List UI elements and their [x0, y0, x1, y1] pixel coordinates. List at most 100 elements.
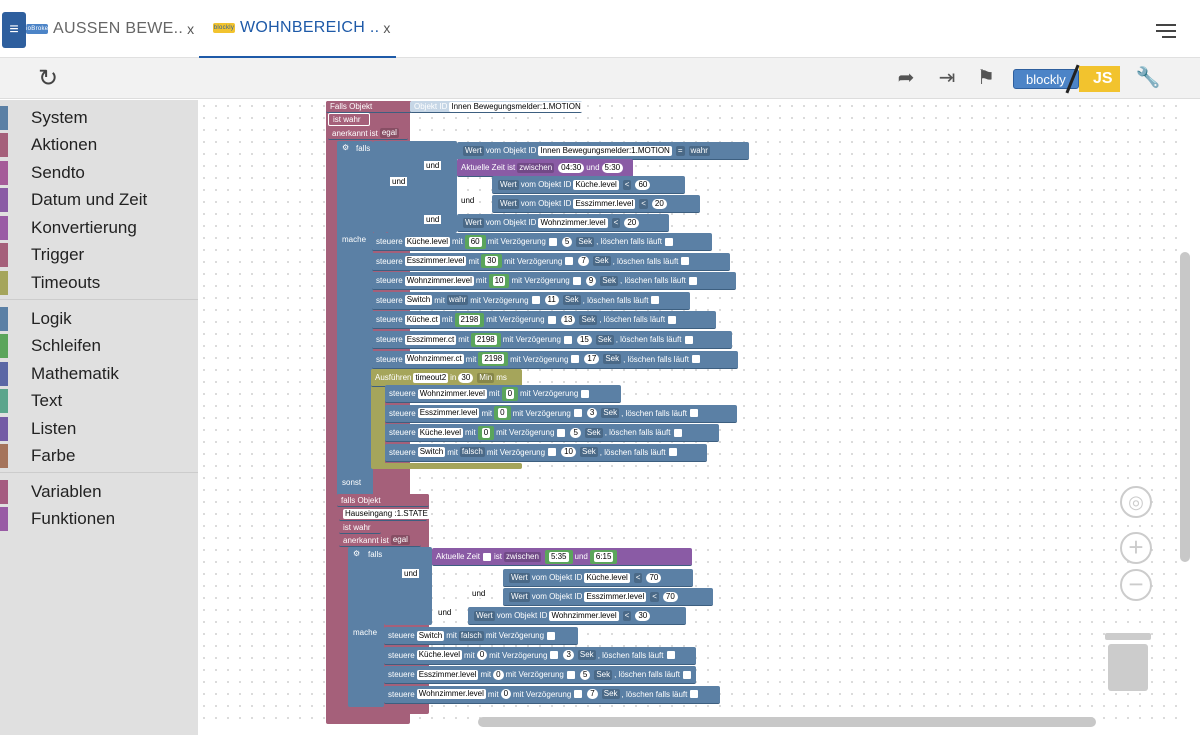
value-field[interactable]: 2198: [482, 354, 505, 365]
wrench-icon[interactable]: 🔧: [1135, 67, 1161, 89]
objid-field[interactable]: Wohnzimmer.level: [538, 217, 608, 228]
objid-field[interactable]: Switch: [404, 295, 433, 306]
wert-dropdown[interactable]: Wert: [463, 217, 484, 228]
tab-aussen[interactable]: ioBroker AUSSEN BEWE.. x: [26, 0, 194, 58]
value-field[interactable]: wahr: [446, 295, 469, 306]
delay-value[interactable]: 5: [561, 236, 573, 247]
delay-value[interactable]: 3: [563, 650, 574, 661]
clear-checkbox[interactable]: [690, 690, 699, 699]
delay-value[interactable]: 15: [576, 334, 592, 345]
value-field[interactable]: 70: [662, 591, 678, 602]
und-block[interactable]: [387, 141, 457, 233]
delay-checkbox[interactable]: [581, 389, 590, 398]
und-dropdown[interactable]: und: [424, 215, 442, 224]
unit-dropdown[interactable]: Sek: [579, 314, 598, 325]
objid-field[interactable]: Wohnzimmer.level: [417, 388, 487, 399]
delay-checkbox[interactable]: [548, 448, 557, 457]
objid-field[interactable]: Wohnzimmer.level: [404, 275, 474, 286]
und-dropdown[interactable]: und: [390, 177, 408, 186]
delay-checkbox[interactable]: [557, 428, 566, 437]
delay-value[interactable]: 5: [570, 427, 581, 438]
wert-dropdown[interactable]: Wert: [463, 145, 484, 156]
category-schleifen[interactable]: Schleifen: [0, 334, 101, 358]
unit-dropdown[interactable]: Sek: [594, 669, 613, 680]
unit-dropdown[interactable]: Sek: [592, 256, 611, 267]
value-field[interactable]: 0: [476, 650, 488, 661]
objid-field[interactable]: Küche.ct: [404, 314, 440, 325]
objid-field[interactable]: Küche.level: [416, 650, 463, 661]
text-block[interactable]: 0: [501, 386, 519, 401]
state-dropdown[interactable]: ist wahr: [328, 113, 370, 126]
op-dropdown[interactable]: <: [633, 572, 643, 583]
objid-field[interactable]: Esszimmer.level: [404, 256, 467, 267]
op-dropdown[interactable]: <: [650, 591, 659, 602]
clear-checkbox[interactable]: [689, 409, 698, 418]
state-dropdown[interactable]: ist wahr: [339, 521, 381, 534]
timeout-block[interactable]: [371, 369, 385, 467]
tab-wohnbereich[interactable]: blockly WOHNBEREICH .. x: [199, 0, 396, 58]
category-mathematik[interactable]: Mathematik: [0, 362, 119, 386]
objid-field[interactable]: Wohnzimmer.level: [416, 689, 486, 700]
unit-dropdown[interactable]: Sek: [601, 689, 620, 700]
category-listen[interactable]: Listen: [0, 417, 76, 441]
category-timeouts[interactable]: Timeouts: [0, 271, 100, 295]
unit-dropdown[interactable]: Sek: [600, 275, 618, 286]
export-icon[interactable]: ➦: [897, 67, 915, 89]
value-field[interactable]: 2198: [458, 314, 481, 325]
delay-checkbox[interactable]: [574, 690, 583, 699]
text-block[interactable]: 5:35: [544, 549, 573, 564]
value-field[interactable]: 10: [492, 275, 506, 286]
delay-value[interactable]: 3: [586, 408, 598, 419]
delay-value[interactable]: 9: [585, 275, 597, 286]
value-field[interactable]: 60: [635, 179, 651, 190]
category-system[interactable]: System: [0, 106, 88, 130]
checkbox[interactable]: [483, 552, 492, 561]
delay-value[interactable]: 11: [544, 295, 559, 306]
objid-field[interactable]: Wohnzimmer.ct: [404, 354, 464, 365]
zoom-out-icon[interactable]: −: [1120, 569, 1152, 601]
op-dropdown[interactable]: zwischen: [517, 162, 555, 173]
close-icon[interactable]: x: [383, 20, 391, 36]
gear-icon[interactable]: ⚙: [342, 143, 350, 152]
objid-field[interactable]: Küche.level: [573, 179, 619, 190]
delay-checkbox[interactable]: [566, 670, 575, 679]
object-id-row[interactable]: Hauseingang :1.STATE: [339, 508, 430, 521]
refresh-icon[interactable]: ↻: [38, 65, 59, 92]
category-aktionen[interactable]: Aktionen: [0, 133, 97, 157]
close-icon[interactable]: x: [187, 21, 195, 37]
unit-dropdown[interactable]: Sek: [584, 427, 603, 438]
op-dropdown[interactable]: <: [622, 610, 632, 621]
und-block-2[interactable]: [384, 547, 432, 625]
delay-checkbox[interactable]: [547, 315, 556, 324]
text-block[interactable]: 2198: [454, 312, 485, 327]
value-field[interactable]: falsch: [459, 447, 485, 458]
objid-field[interactable]: Switch: [416, 630, 445, 641]
options-menu-icon[interactable]: [1156, 24, 1176, 42]
recenter-icon[interactable]: ◎: [1120, 486, 1152, 518]
clear-checkbox[interactable]: [684, 335, 693, 344]
wert-dropdown[interactable]: Wert: [498, 179, 519, 190]
time-to[interactable]: 6:15: [593, 551, 614, 562]
delay-checkbox[interactable]: [573, 409, 582, 418]
delay-checkbox[interactable]: [548, 237, 557, 246]
clear-checkbox[interactable]: [668, 315, 677, 324]
category-sendto[interactable]: Sendto: [0, 161, 85, 185]
unit-dropdown[interactable]: Sek: [580, 447, 598, 458]
objid-field[interactable]: Wohnzimmer.level: [549, 610, 619, 621]
value-field[interactable]: 0: [505, 388, 515, 399]
objid-field[interactable]: Switch: [417, 447, 446, 458]
trash-icon[interactable]: [1105, 633, 1151, 691]
unit-dropdown[interactable]: Sek: [562, 295, 581, 306]
